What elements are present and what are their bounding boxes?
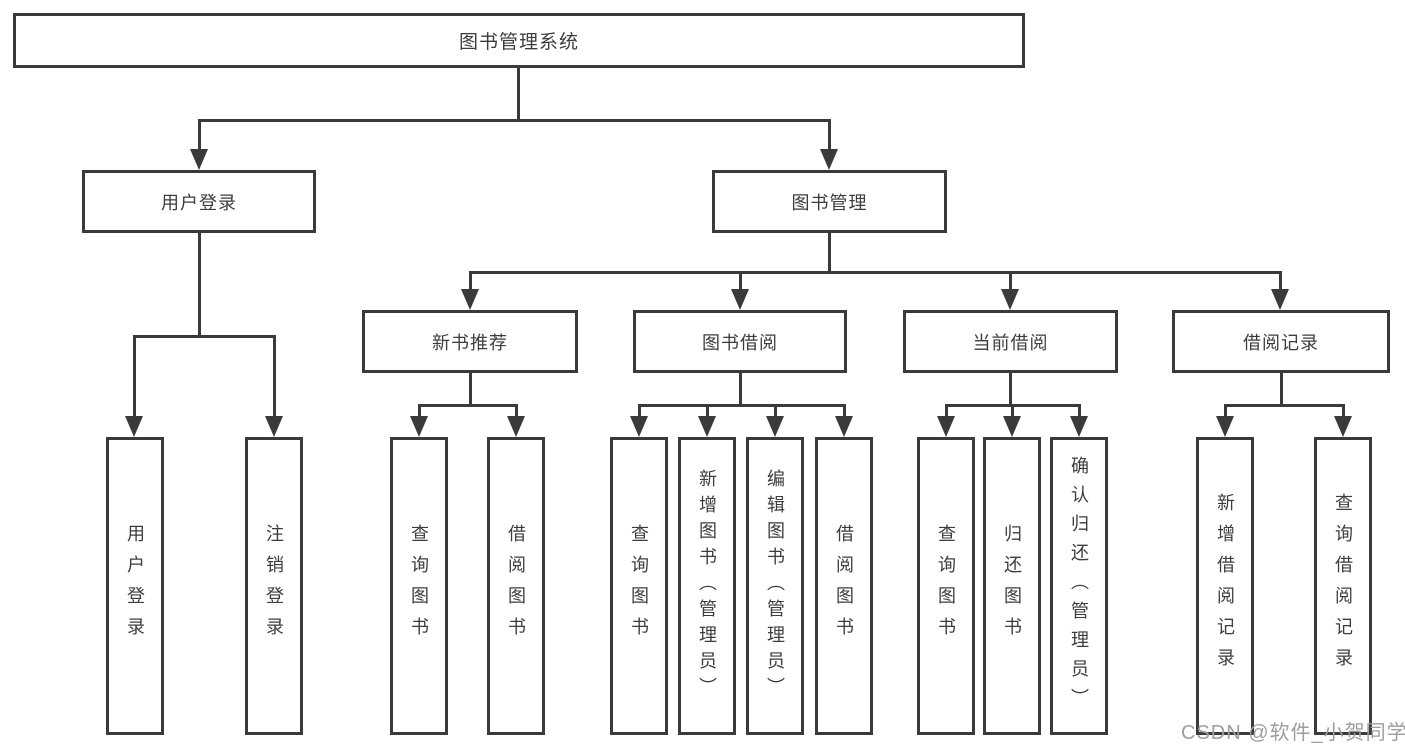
connector-line: [1342, 404, 1345, 418]
node-book-borrowing: 图书借阅: [633, 310, 847, 373]
arrow-down-icon: [1001, 289, 1019, 310]
arrow-down-icon: [265, 416, 283, 437]
connector-line: [739, 271, 742, 291]
leaf-current-query-book: 查询图书: [917, 437, 975, 735]
connector-line: [706, 404, 709, 418]
leaf-newbook-borrow-book: 借阅图书: [487, 437, 545, 735]
arrow-down-icon: [1334, 416, 1352, 437]
arrow-down-icon: [630, 416, 648, 437]
connector-line: [515, 404, 518, 418]
arrow-down-icon: [937, 416, 955, 437]
connector-line: [198, 119, 831, 122]
connector-line: [1279, 271, 1282, 291]
leaf-label: 查询借阅记录: [1333, 493, 1353, 679]
leaf-borrow-borrow-book: 借阅图书: [815, 437, 873, 735]
arrow-down-icon: [766, 416, 784, 437]
leaf-label: 查询图书: [629, 524, 649, 648]
leaf-label: 查询图书: [409, 524, 429, 648]
node-user-login: 用户登录: [82, 170, 316, 233]
node-library-management-system: 图书管理系统: [13, 13, 1025, 68]
csdn-watermark: CSDN @软件_小贺同学: [1181, 722, 1405, 744]
node-borrowing-records: 借阅记录: [1172, 310, 1390, 373]
connector-line: [1224, 404, 1345, 407]
connector-line: [418, 404, 421, 418]
leaf-label: 归还图书: [1002, 524, 1022, 648]
connector-line: [469, 271, 472, 291]
arrow-down-icon: [507, 416, 525, 437]
connector-line: [739, 373, 742, 406]
leaf-label: 注销登录: [264, 524, 284, 648]
leaf-current-confirm-return-admin: 确认归还（管理员）: [1050, 437, 1108, 735]
connector-line: [638, 404, 641, 418]
leaf-label: 确认归还（管理员）: [1069, 455, 1089, 717]
leaf-record-query-record: 查询借阅记录: [1314, 437, 1372, 735]
leaf-label: 编辑图书（管理员）: [765, 469, 785, 703]
connector-line: [198, 119, 201, 151]
connector-line: [828, 119, 831, 151]
leaf-user-login: 用户登录: [106, 437, 164, 735]
arrow-down-icon: [731, 289, 749, 310]
arrow-down-icon: [410, 416, 428, 437]
connector-line: [1078, 404, 1081, 418]
arrow-down-icon: [820, 149, 838, 170]
connector-line: [945, 404, 948, 418]
arrow-down-icon: [698, 416, 716, 437]
leaf-label: 借阅图书: [834, 524, 854, 648]
connector-line: [273, 335, 276, 418]
leaf-label: 借阅图书: [506, 524, 526, 648]
node-book-management: 图书管理: [712, 170, 947, 233]
connector-line: [133, 335, 136, 418]
arrow-down-icon: [461, 289, 479, 310]
leaf-logout: 注销登录: [245, 437, 303, 735]
leaf-record-add-record: 新增借阅记录: [1196, 437, 1254, 735]
leaf-borrow-add-book-admin: 新增图书（管理员）: [678, 437, 736, 735]
connector-line: [198, 233, 201, 337]
connector-line: [828, 233, 831, 273]
arrow-down-icon: [1271, 289, 1289, 310]
connector-line: [1224, 404, 1227, 418]
connector-line: [517, 68, 520, 121]
arrow-down-icon: [125, 416, 143, 437]
connector-line: [638, 404, 846, 407]
arrow-down-icon: [1070, 416, 1088, 437]
leaf-borrow-edit-book-admin: 编辑图书（管理员）: [746, 437, 804, 735]
leaf-label: 查询图书: [936, 524, 956, 648]
leaf-label: 新增图书（管理员）: [697, 469, 717, 703]
connector-line: [774, 404, 777, 418]
leaf-label: 新增借阅记录: [1215, 493, 1235, 679]
leaf-newbook-query-book: 查询图书: [390, 437, 448, 735]
leaf-borrow-query-book: 查询图书: [610, 437, 668, 735]
connector-line: [1011, 404, 1014, 418]
connector-line: [418, 404, 518, 407]
connector-line: [1009, 373, 1012, 406]
leaf-label: 用户登录: [125, 524, 145, 648]
connector-line: [1280, 373, 1283, 406]
connector-line: [133, 335, 276, 338]
node-new-book-recommend: 新书推荐: [362, 310, 578, 373]
node-current-borrowing: 当前借阅: [903, 310, 1118, 373]
connector-line: [469, 271, 1281, 274]
arrow-down-icon: [1216, 416, 1234, 437]
connector-line: [1009, 271, 1012, 291]
arrow-down-icon: [190, 149, 208, 170]
arrow-down-icon: [835, 416, 853, 437]
connector-line: [469, 373, 472, 406]
arrow-down-icon: [1003, 416, 1021, 437]
connector-line: [843, 404, 846, 418]
leaf-current-return-book: 归还图书: [983, 437, 1041, 735]
